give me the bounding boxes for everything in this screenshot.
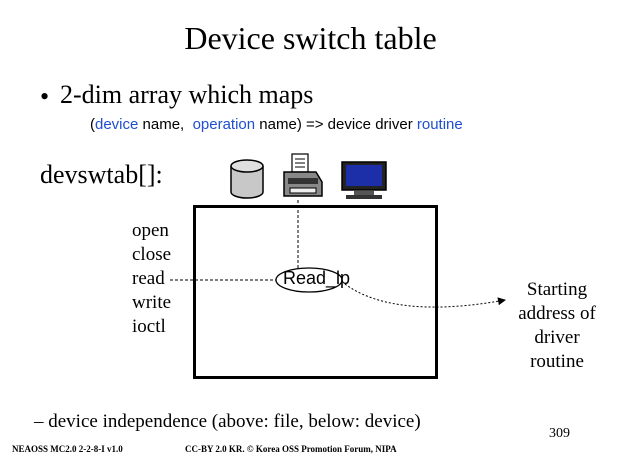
routine-word: routine bbox=[416, 116, 463, 133]
page-number: 309 bbox=[549, 426, 570, 441]
op-write: write bbox=[132, 292, 172, 313]
entry-label: Read_lp bbox=[283, 268, 351, 288]
annotation-line: Starting bbox=[526, 279, 588, 300]
annotation-line: routine bbox=[530, 351, 584, 372]
footer-version: NEAOSS MC2.0 2-2-8-I v1.0 bbox=[12, 444, 123, 454]
annotation-text: Starting address of driver routine bbox=[502, 278, 612, 374]
device-word: device bbox=[95, 116, 139, 133]
operation-word: operation bbox=[192, 116, 256, 133]
footer-license: CC-BY 2.0 KR. © Korea OSS Promotion Foru… bbox=[185, 444, 397, 454]
switch-table-box bbox=[193, 205, 438, 379]
monitor-icon bbox=[341, 161, 387, 199]
bullet-text: 2-dim array which maps bbox=[60, 80, 314, 109]
op-read: read bbox=[132, 268, 165, 289]
table-label: devswtab[]: bbox=[40, 160, 163, 189]
pointer-arrow bbox=[344, 283, 506, 308]
paren-open: ( bbox=[90, 116, 95, 133]
bullet-marker: • bbox=[40, 82, 50, 111]
op-open: open bbox=[132, 220, 169, 241]
mapping-description: (device name, operation name) => device … bbox=[90, 116, 463, 133]
name-text-2: name) => device driver bbox=[255, 116, 417, 133]
footnote: – device independence (above: file, belo… bbox=[34, 411, 421, 432]
name-text-1: name, bbox=[138, 116, 193, 133]
op-ioctl: ioctl bbox=[132, 316, 166, 337]
annotation-line: driver bbox=[534, 327, 580, 348]
op-close: close bbox=[132, 244, 172, 265]
disk-icon bbox=[230, 159, 264, 199]
printer-icon bbox=[283, 153, 323, 197]
slide-title: Device switch table bbox=[184, 20, 437, 56]
annotation-line: address of bbox=[518, 303, 596, 324]
entry-ellipse bbox=[275, 267, 343, 293]
